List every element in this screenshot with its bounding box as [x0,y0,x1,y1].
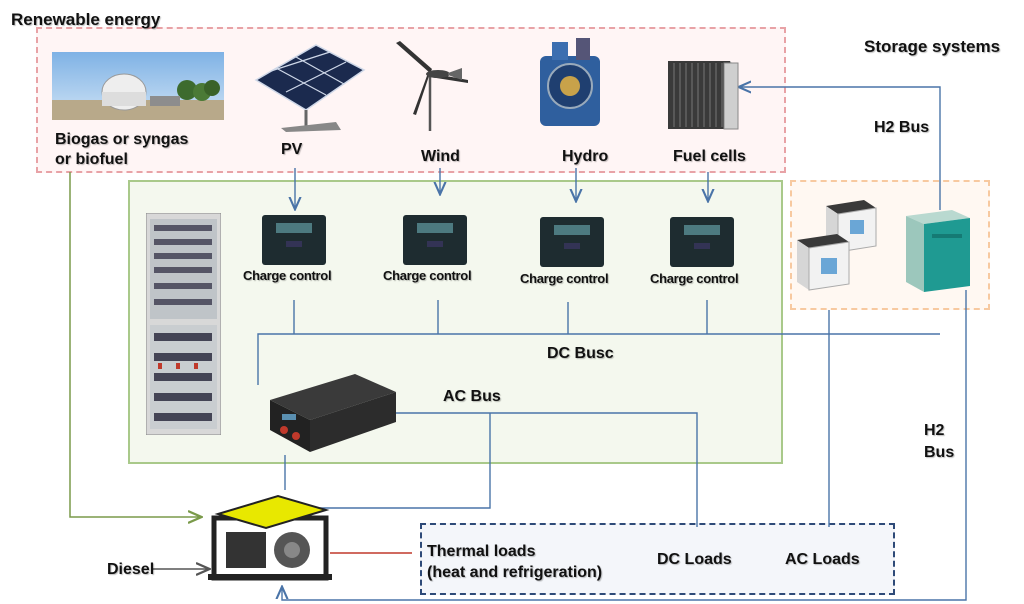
charge-control-label: Charge control [243,268,332,283]
fuel-cells-label: Fuel cells [673,148,746,165]
h2-bus-top-label: H2 Bus [874,119,930,136]
h2-bus-side-line [282,290,967,601]
inverter-image [270,374,396,452]
ac-loads-label: AC Loads [785,551,860,568]
pv-panel-image [254,44,366,132]
biogas-plant-image [52,52,224,120]
charge-control-label: Charge control [383,268,472,283]
ac-bus-line [396,412,698,527]
h2-bus-side-label-2: Bus [924,444,955,461]
h2-bus-side-label: H2 [924,422,945,439]
diesel-generator-image [208,494,332,581]
charge-controller-image [262,215,326,265]
electrical-cabinet-image [146,213,221,435]
thermal-loads-label: Thermal loads [427,543,536,560]
charge-control-label: Charge control [650,271,739,286]
hydro-label: Hydro [562,148,609,165]
biogas-label: Biogas or syngas [55,131,189,148]
diesel-label: Diesel [107,561,155,578]
wind-turbine-image [396,41,468,131]
charge-controller-image [670,217,734,267]
fuel-cell-stack-image [668,61,739,130]
h2-bus-top-line [740,87,941,210]
dc-bus-label: DC Busc [547,345,614,362]
charge-controller-image [403,215,467,265]
dc-loads-label: DC Loads [657,551,732,568]
charge-controller-image [540,217,604,267]
pv-label: PV [281,141,303,158]
biofuel-label: or biofuel [55,151,128,168]
dc-bus-line [257,333,940,385]
biogas-line [69,172,200,517]
wind-label: Wind [421,148,460,165]
thermal-loads-subtitle: (heat and refrigeration) [427,564,603,581]
battery-image [797,234,850,291]
storage-systems-title: Storage systems [864,37,1001,56]
loads-region [420,523,895,595]
charge-control-label: Charge control [520,271,609,286]
renewable-energy-title: Renewable energy [11,10,161,29]
ac-bus-label: AC Bus [443,388,501,405]
electrolyser-image [906,210,970,292]
hydro-turbine-image [540,38,600,126]
